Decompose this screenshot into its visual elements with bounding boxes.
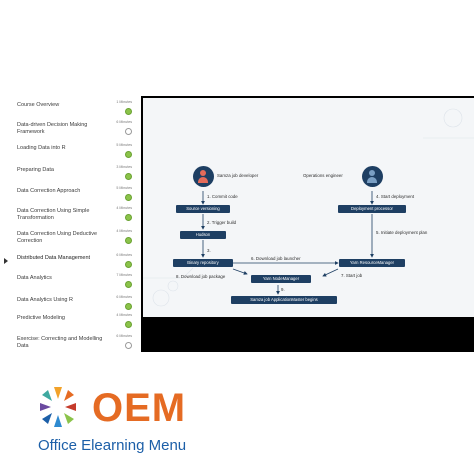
- binary-repository-node: Binary repository: [173, 259, 233, 267]
- course-item-duration: 6 Minutes: [116, 253, 132, 257]
- course-item-duration: 4 Minutes: [116, 206, 132, 210]
- course-item-duration: 6 Minutes: [116, 120, 132, 124]
- step-label: 3.: [207, 248, 211, 253]
- step-label: 9.: [281, 287, 285, 292]
- course-item-label: Loading Data into R: [17, 145, 66, 151]
- completed-status-icon: [125, 261, 132, 268]
- course-item-label: Data-driven Decision Making Framework: [17, 122, 88, 135]
- course-item-active[interactable]: Distributed Data Management 6 Minutes: [0, 251, 141, 271]
- step-label: 1. Commit code: [207, 194, 238, 199]
- course-item-label: Data Analytics Using R: [17, 297, 73, 303]
- course-item[interactable]: Data Correction Using Simple Transformat…: [0, 204, 141, 224]
- step-label: 5. Initiate deployment plan: [376, 230, 428, 235]
- operations-avatar-icon: [362, 166, 383, 187]
- course-outline-sidebar: Course Overview 1 Minutes Data-driven De…: [0, 96, 142, 352]
- course-item-duration: 6 Minutes: [116, 295, 132, 299]
- step-label: 2. Trigger build: [207, 220, 237, 225]
- background-decoration: [143, 108, 474, 307]
- course-item[interactable]: Data Correction Approach 5 Minutes: [0, 184, 141, 204]
- logo-text: OEM: [92, 386, 187, 430]
- completed-status-icon: [125, 108, 132, 115]
- samza-applicationmaster-node: Samza job ApplicationMaster begins: [231, 296, 337, 304]
- course-item[interactable]: Exercise: Correcting and Modelling Data …: [0, 332, 141, 352]
- course-item-label: Course Overview: [17, 102, 60, 108]
- course-item-duration: 3 Minutes: [116, 165, 132, 169]
- course-item-duration: 5 Minutes: [116, 143, 132, 147]
- completed-status-icon: [125, 281, 132, 288]
- course-item-label: Distributed Data Management: [17, 255, 91, 261]
- completed-status-icon: [125, 321, 132, 328]
- course-item-label: Data Analytics: [17, 275, 52, 281]
- arrows-logo-icon: [40, 387, 76, 427]
- course-item[interactable]: Data Analytics 7 Minutes: [0, 271, 141, 291]
- course-item-label: Exercise: Correcting and Modelling Data: [17, 336, 103, 349]
- video-slide-diagram: Samza job developer Operations engineer …: [143, 98, 474, 317]
- step-label: 4. Start deployment: [376, 194, 415, 199]
- step-label: 7. Start job: [341, 273, 363, 278]
- course-item[interactable]: Data-driven Decision Making Framework 6 …: [0, 118, 141, 138]
- oem-logo-icon: [30, 382, 86, 437]
- course-item-duration: 4 Minutes: [116, 229, 132, 233]
- deployment-processor-node: Deployment processor: [338, 205, 406, 213]
- course-item[interactable]: Data Correction Using Deductive Correcti…: [0, 227, 141, 247]
- completed-status-icon: [125, 151, 132, 158]
- course-item[interactable]: Data Analytics Using R 6 Minutes: [0, 293, 141, 313]
- completed-status-icon: [125, 194, 132, 201]
- yarn-resourcemanager-node: Yarn ResourceManager: [339, 259, 405, 267]
- course-item-duration: 6 Minutes: [116, 334, 132, 338]
- current-lesson-pointer-icon: [4, 258, 8, 264]
- course-item[interactable]: Preparing Data 3 Minutes: [0, 163, 141, 183]
- course-item-label: Preparing Data: [17, 167, 54, 173]
- course-item-label: Data Correction Approach: [17, 188, 81, 194]
- diagram-connectors: [143, 108, 474, 307]
- completed-status-icon: [125, 237, 132, 244]
- completed-status-icon: [125, 303, 132, 310]
- course-item-label: Predictive Modeling: [17, 315, 65, 321]
- yarn-nodemanager-node: Yarn NodeManager: [251, 275, 311, 283]
- developer-avatar-icon: [193, 166, 214, 187]
- brand-tagline: Office Elearning Menu: [38, 437, 187, 454]
- course-item[interactable]: Loading Data into R 5 Minutes: [0, 141, 141, 161]
- course-item-label: Data Correction Using Simple Transformat…: [17, 208, 90, 221]
- completed-status-icon: [125, 214, 132, 221]
- hudson-node: Hudson: [180, 231, 226, 239]
- course-item-duration: 5 Minutes: [116, 186, 132, 190]
- source-versioning-node: Source versioning: [176, 205, 230, 213]
- completed-status-icon: [125, 173, 132, 180]
- course-item-duration: 1 Minutes: [116, 100, 132, 104]
- step-label: 6. Download job launcher: [251, 256, 301, 261]
- operations-actor-label: Operations engineer: [303, 173, 343, 178]
- course-item-duration: 4 Minutes: [116, 313, 132, 317]
- course-item-duration: 7 Minutes: [116, 273, 132, 277]
- course-item[interactable]: Course Overview 1 Minutes: [0, 98, 141, 118]
- developer-actor-label: Samza job developer: [217, 173, 259, 178]
- incomplete-status-icon: [125, 128, 132, 135]
- course-item[interactable]: Predictive Modeling 4 Minutes: [0, 311, 141, 331]
- step-label: 8. Download job package: [176, 274, 226, 279]
- incomplete-status-icon: [125, 342, 132, 349]
- course-item-label: Data Correction Using Deductive Correcti…: [17, 231, 98, 244]
